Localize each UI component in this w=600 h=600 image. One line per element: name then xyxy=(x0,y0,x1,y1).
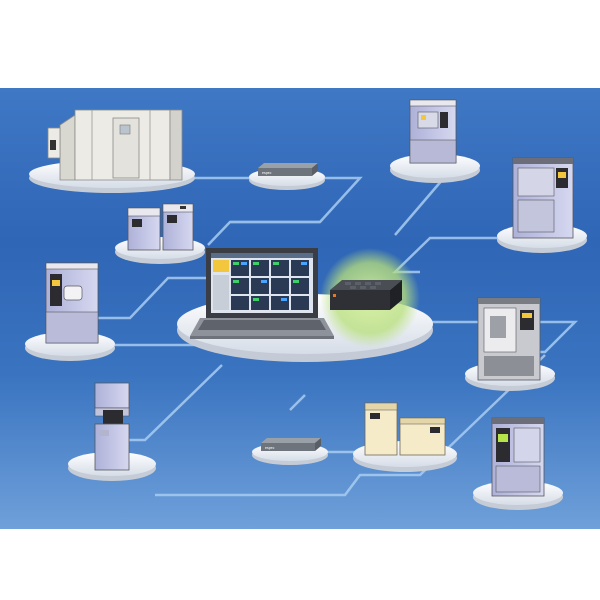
controller-box-icon[interactable] xyxy=(330,280,402,310)
chamber-left xyxy=(25,262,115,361)
benchtop-chamber-icon xyxy=(94,382,130,471)
svg-text:espec: espec xyxy=(265,446,275,450)
oven-pair xyxy=(353,402,457,472)
walk-in-chamber-icon xyxy=(29,109,195,193)
network-unit-icon: espec xyxy=(261,438,321,451)
hub xyxy=(177,248,433,362)
chamber-bottom-right xyxy=(473,417,563,510)
test-chamber-icon xyxy=(491,417,545,497)
test-chamber-icon xyxy=(409,99,457,164)
chamber-top-right xyxy=(390,99,480,183)
test-chamber-icon xyxy=(45,262,99,344)
large-chamber-icon xyxy=(512,157,574,239)
tall-chamber-right xyxy=(465,297,555,391)
network-unit-bottom: espec xyxy=(252,438,328,465)
tall-chamber-icon xyxy=(477,297,541,381)
svg-text:espec: espec xyxy=(262,171,272,175)
oven-icon xyxy=(364,402,446,456)
laptop-icon[interactable] xyxy=(190,248,334,339)
network-unit-top: espec xyxy=(249,163,325,190)
twin-chambers xyxy=(115,203,205,264)
stand-chamber-left xyxy=(68,382,156,481)
large-chamber-right xyxy=(497,157,587,253)
network-unit-icon: espec xyxy=(258,163,318,176)
twin-chamber-icon xyxy=(127,203,194,251)
